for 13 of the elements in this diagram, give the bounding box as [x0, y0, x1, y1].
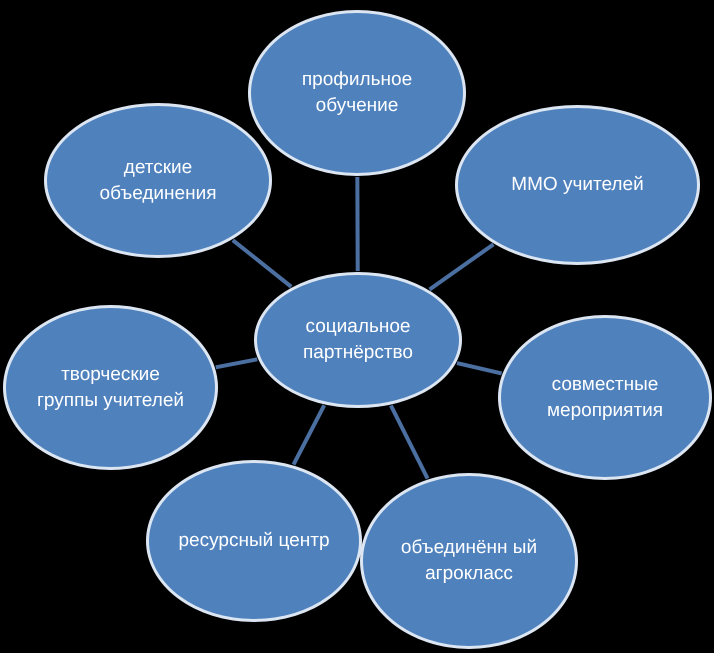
connector-line — [355, 177, 360, 271]
connector-line — [232, 238, 292, 288]
node-label: социальное партнёрство — [302, 315, 414, 365]
node-label: детские объединения — [98, 156, 218, 206]
connector-line — [428, 242, 495, 292]
connector-line — [215, 357, 258, 370]
node-label: совместные мероприятия — [546, 372, 664, 422]
node-label: творческие группы учителей — [36, 362, 185, 412]
node-label: ресурсный центр — [178, 529, 330, 553]
node-label: ММО учителей — [511, 173, 644, 197]
node-label: профильное обучение — [300, 68, 414, 118]
connector-line — [456, 361, 502, 376]
node-label: объединённ ый агрокласс — [400, 536, 538, 586]
